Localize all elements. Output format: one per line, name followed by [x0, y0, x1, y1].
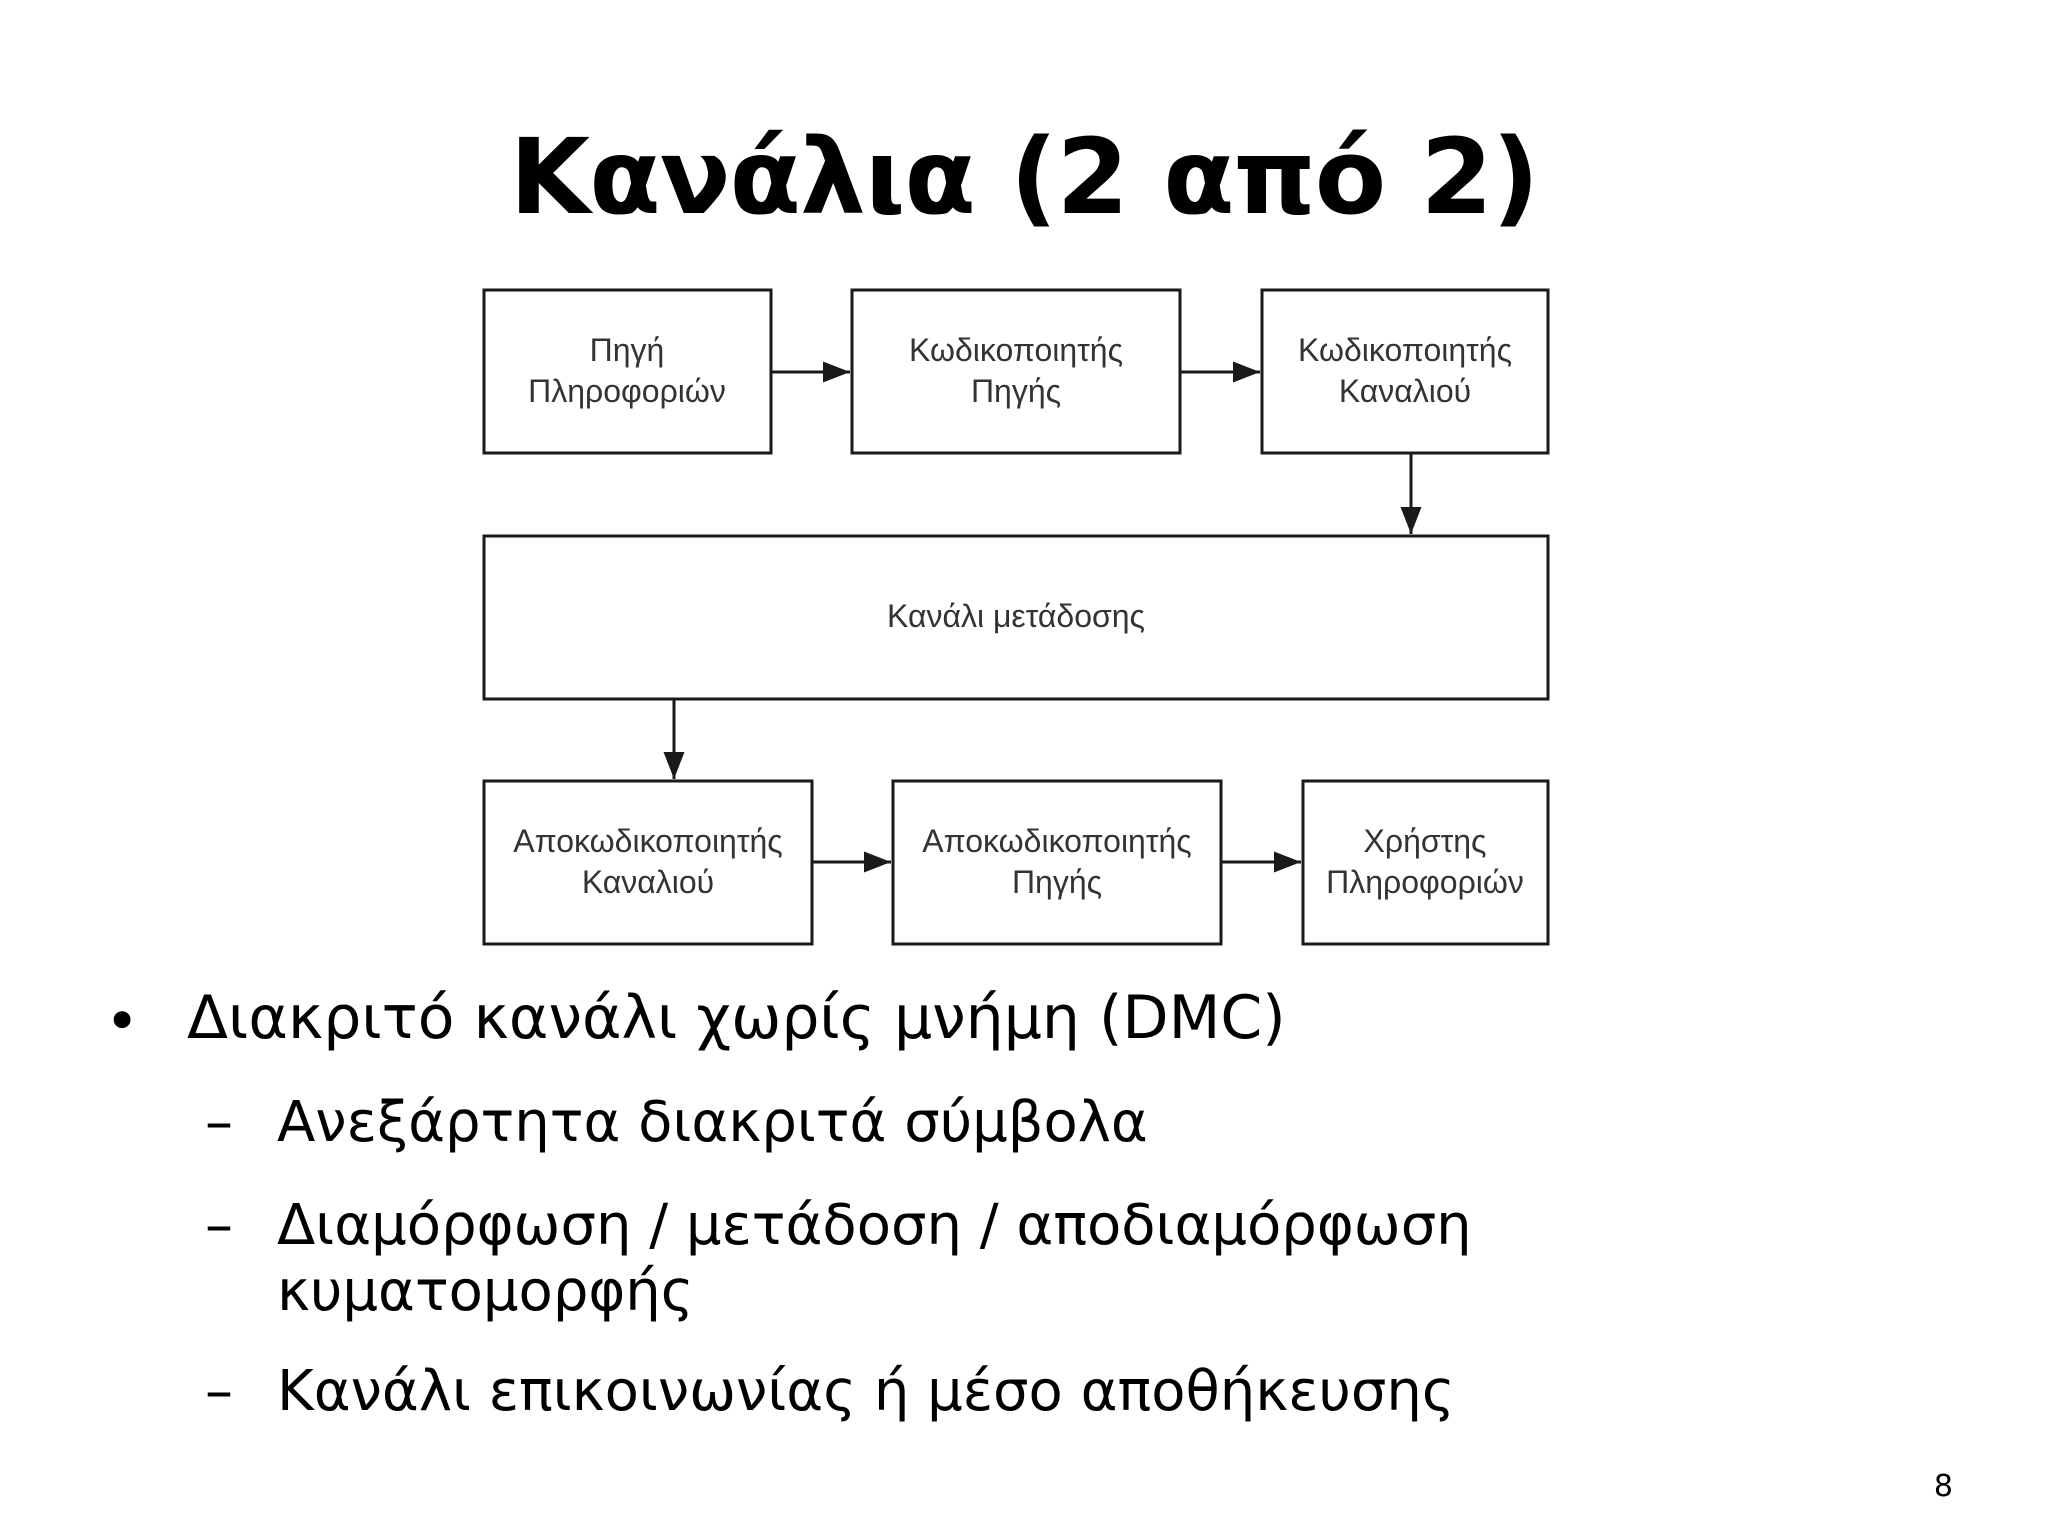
- node-source-encoder-line2: Πηγής: [971, 373, 1061, 409]
- node-channel-encoder: Κωδικοποιητής Καναλιού: [1260, 288, 1550, 455]
- node-channel: Κανάλι μετάδοσης: [482, 534, 1550, 701]
- sub-bullet-text: Κανάλι επικοινωνίας ή μέσο αποθήκευσης: [277, 1359, 1455, 1424]
- node-info-user-line2: Πληροφοριών: [1326, 864, 1524, 900]
- sub-bullet-text: Διαμόρφωση / μετάδοση / αποδιαμόρφωση: [277, 1193, 1472, 1258]
- node-source-decoder: Αποκωδικοποιητής Πηγής: [891, 779, 1223, 946]
- sub-bullet-marker: –: [205, 1193, 233, 1258]
- node-channel-label: Κανάλι μετάδοσης: [887, 598, 1145, 634]
- node-info-user-line1: Χρήστης: [1364, 823, 1487, 859]
- node-channel-encoder-line2: Καναλιού: [1339, 373, 1471, 409]
- node-channel-decoder-line1: Αποκωδικοποιητής: [513, 823, 782, 859]
- sub-bullet-text-continuation: κυματομορφής: [277, 1259, 694, 1324]
- node-info-source-line2: Πληροφοριών: [528, 373, 726, 409]
- node-info-user: Χρήστης Πληροφοριών: [1301, 779, 1550, 946]
- sub-bullet-marker: –: [205, 1359, 233, 1424]
- node-source-encoder-line1: Κωδικοποιητής: [909, 332, 1123, 368]
- node-source-decoder-line2: Πηγής: [1012, 864, 1102, 900]
- node-info-source: Πηγή Πληροφοριών: [482, 288, 773, 455]
- node-source-decoder-line1: Αποκωδικοποιητής: [922, 823, 1191, 859]
- node-channel-decoder-line2: Καναλιού: [582, 864, 714, 900]
- node-source-encoder: Κωδικοποιητής Πηγής: [850, 288, 1182, 455]
- sub-bullet-marker: –: [205, 1090, 233, 1155]
- slide-title: Κανάλια (2 από 2): [509, 116, 1540, 238]
- page-number: 8: [1933, 1469, 1953, 1504]
- node-channel-encoder-line1: Κωδικοποιητής: [1298, 332, 1512, 368]
- bullet-marker: •: [105, 987, 140, 1055]
- bullet-text-main: Διακριτό κανάλι χωρίς μνήμη (DMC): [187, 983, 1286, 1053]
- node-info-source-line1: Πηγή: [590, 332, 665, 368]
- sub-bullet-text: Ανεξάρτητα διακριτά σύμβολα: [277, 1090, 1148, 1155]
